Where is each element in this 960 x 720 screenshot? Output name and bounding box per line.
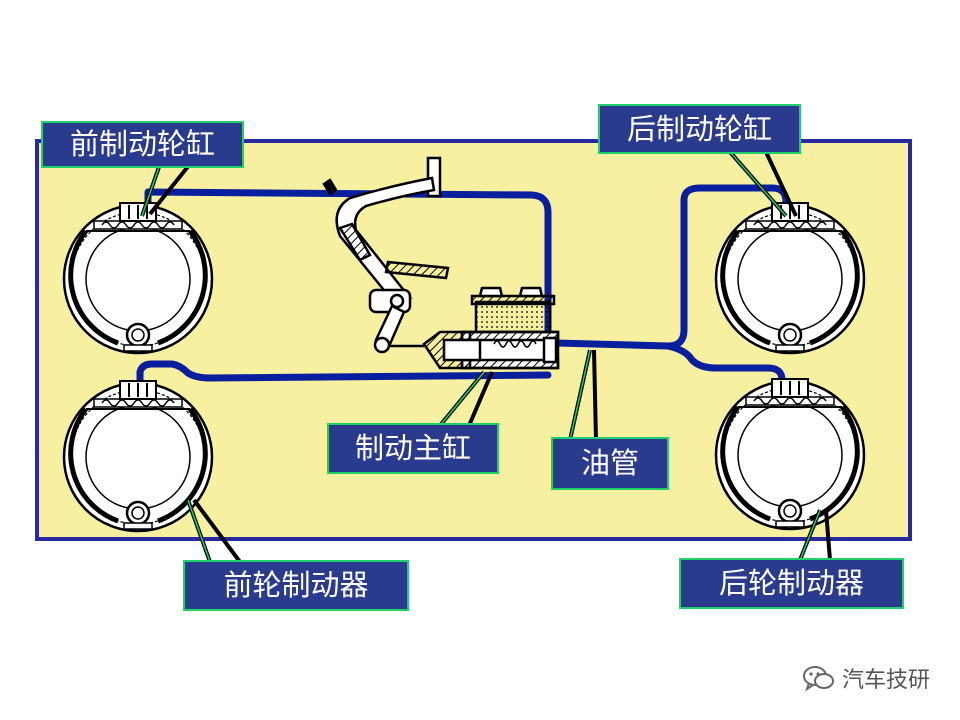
- master-cylinder-body: [422, 286, 560, 370]
- watermark: 汽车技研: [802, 662, 930, 694]
- front-left-upper-drum: [64, 203, 212, 353]
- front-brake-label: 前轮制动器: [183, 560, 409, 611]
- leader-lines-highlight: [141, 151, 821, 563]
- wechat-icon: [802, 666, 834, 692]
- front-wheel-cylinder-label: 前制动轮缸: [41, 121, 244, 168]
- rear-brake-label: 后轮制动器: [679, 558, 904, 609]
- brake-pedal: [322, 156, 450, 354]
- master-cylinder-label: 制动主缸: [327, 423, 499, 474]
- rear-right-lower-drum: [716, 379, 864, 529]
- rear-right-upper-drum: [716, 203, 864, 353]
- watermark-text: 汽车技研: [841, 668, 930, 693]
- rear-wheel-cylinder-label: 后制动轮缸: [598, 104, 801, 154]
- oil-pipe-label: 油管: [551, 437, 669, 490]
